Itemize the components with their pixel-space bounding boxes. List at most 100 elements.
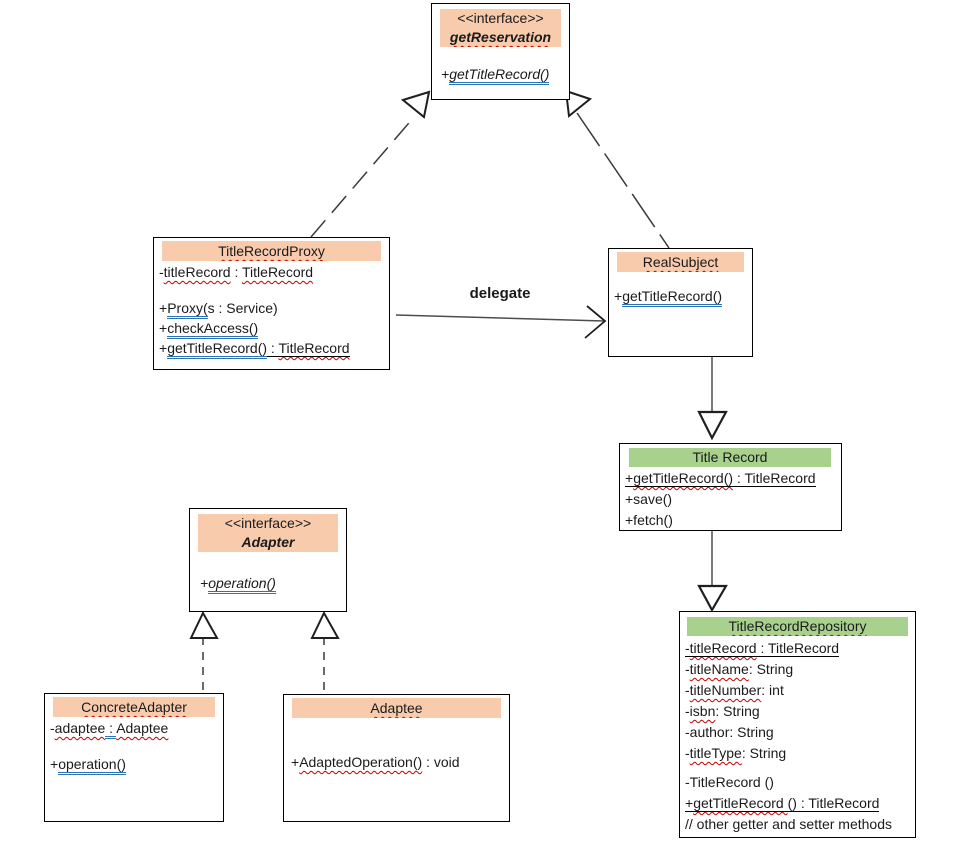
member-text: : String	[715, 703, 760, 719]
class-header: RealSubject	[617, 252, 744, 272]
member-line: -titleNumber: int	[685, 680, 911, 701]
member-text: +fetch()	[625, 512, 673, 528]
realization-arrowhead-left	[400, 90, 431, 119]
member-line: -titleName: String	[685, 659, 911, 680]
member-text: +	[159, 320, 168, 336]
members-list: +getTitleRecord() : TitleRecord+save()+f…	[620, 467, 841, 531]
member-text: +save()	[625, 491, 673, 507]
class-header: TitleRecordRepository	[687, 617, 908, 636]
members-list: +operation()	[190, 552, 346, 594]
class-header: Adaptee	[292, 698, 501, 718]
member-line: +checkAccess()	[159, 318, 385, 339]
generalization-arrowhead-2	[697, 584, 728, 613]
member-line: -titleRecord : TitleRecord	[159, 262, 385, 282]
member-text: +	[200, 575, 209, 591]
class-name: Adapter	[241, 534, 295, 550]
members-list: +AdaptedOperation() : void	[284, 718, 509, 772]
member-line: // other getter and setter methods	[685, 814, 911, 835]
member-line: +AdaptedOperation() : void	[291, 752, 505, 772]
member-line: +operation()	[200, 573, 342, 594]
member-line	[614, 273, 748, 286]
stereotype-label: <<interface>>	[224, 515, 312, 531]
member-text: // other getter and setter methods	[685, 816, 893, 832]
member-text: Proxy(	[167, 300, 208, 319]
members-list: -titleRecord : TitleRecord-titleName: St…	[680, 637, 915, 835]
member-text: s : Service)	[207, 300, 278, 316]
class-header: ConcreteAdapter	[53, 697, 215, 717]
member-text: : String	[748, 661, 794, 677]
realization-line-proxy	[310, 116, 415, 238]
realization-arrowhead-right	[564, 89, 593, 118]
member-text: isbn	[689, 703, 716, 719]
member-line: +getTitleRecord() : TitleRecord	[159, 338, 385, 359]
member-text: titleName	[689, 661, 749, 677]
member-text: -	[685, 745, 690, 761]
member-text: +	[159, 340, 168, 356]
member-line	[159, 282, 385, 298]
member-line: +getTitleRecord()	[614, 286, 748, 307]
member-text: () : TitleRecord	[787, 795, 880, 812]
class-box-realsubject: RealSubject +getTitleRecord()	[608, 248, 753, 357]
member-text: +	[441, 66, 450, 82]
member-text: : int	[761, 682, 784, 698]
member-line: +save()	[625, 489, 837, 510]
member-text: -	[685, 703, 690, 719]
class-header: Title Record	[629, 448, 831, 467]
member-text: titleRecord	[689, 640, 757, 657]
member-text: +	[614, 288, 623, 304]
class-name: TitleRecordRepository	[728, 618, 867, 634]
class-box-titlerecordrepository: TitleRecordRepository -titleRecord : Tit…	[679, 611, 916, 838]
member-line	[291, 719, 505, 752]
members-list: +getTitleRecord()	[432, 47, 569, 85]
member-text: TitleRecord	[278, 340, 350, 357]
member-text: adaptee	[54, 720, 106, 736]
member-text: +	[685, 795, 694, 812]
member-line: +getTitleRecord () : TitleRecord	[685, 793, 911, 814]
member-line: +operation()	[50, 754, 219, 775]
member-line: -author: String	[685, 722, 911, 743]
members-list: +getTitleRecord()	[609, 272, 752, 307]
class-name: Title Record	[692, 449, 768, 465]
member-line: -TitleRecord ()	[685, 772, 911, 793]
class-box-adaptee: Adaptee +AdaptedOperation() : void	[283, 694, 510, 822]
class-box-concreteadapter: ConcreteAdapter -adaptee : Adaptee+opera…	[44, 693, 224, 822]
member-text: Adaptee	[116, 720, 169, 736]
generalization-arrowhead-1	[697, 410, 728, 441]
class-header: <<interface>> getReservation	[440, 9, 561, 47]
class-box-titlerecord: Title Record +getTitleRecord() : TitleRe…	[619, 443, 842, 531]
class-name: RealSubject	[642, 254, 719, 270]
member-line	[685, 764, 911, 772]
member-line: +getTitleRecord()	[441, 64, 565, 85]
delegate-line	[395, 314, 605, 322]
member-text: +	[159, 300, 168, 316]
member-text: -author: String	[685, 724, 774, 740]
member-line: +Proxy(s : Service)	[159, 298, 385, 319]
member-text: checkAccess()	[167, 320, 259, 339]
realization-arrowhead-adaptee	[310, 610, 340, 639]
delegate-open-arrowhead	[584, 305, 607, 339]
class-name: TitleRecordProxy	[218, 243, 325, 259]
member-text: :	[105, 720, 117, 739]
member-text: getTitleRecord()	[622, 288, 723, 307]
member-text: +	[291, 754, 300, 770]
realization-line-realsubject	[576, 112, 670, 249]
class-header: <<interface>> Adapter	[198, 514, 338, 552]
member-text: : TitleRecord	[733, 470, 816, 487]
member-line	[50, 738, 219, 754]
member-text: -	[685, 682, 690, 698]
member-text: -	[685, 640, 690, 657]
member-text: -	[685, 661, 690, 677]
class-box-getreservation-interface: <<interface>> getReservation +getTitleRe…	[431, 3, 570, 100]
member-line	[441, 48, 565, 64]
member-text: :	[267, 340, 279, 357]
member-text: operation()	[208, 575, 276, 594]
class-box-titlerecordproxy: TitleRecordProxy -titleRecord : TitleRec…	[153, 237, 390, 370]
member-line: -isbn: String	[685, 701, 911, 722]
member-text: getTitleRecord()	[167, 340, 268, 359]
member-text: +	[50, 756, 59, 772]
member-text: +	[625, 470, 634, 487]
member-text: :	[230, 264, 243, 280]
member-line: +fetch()	[625, 510, 837, 531]
